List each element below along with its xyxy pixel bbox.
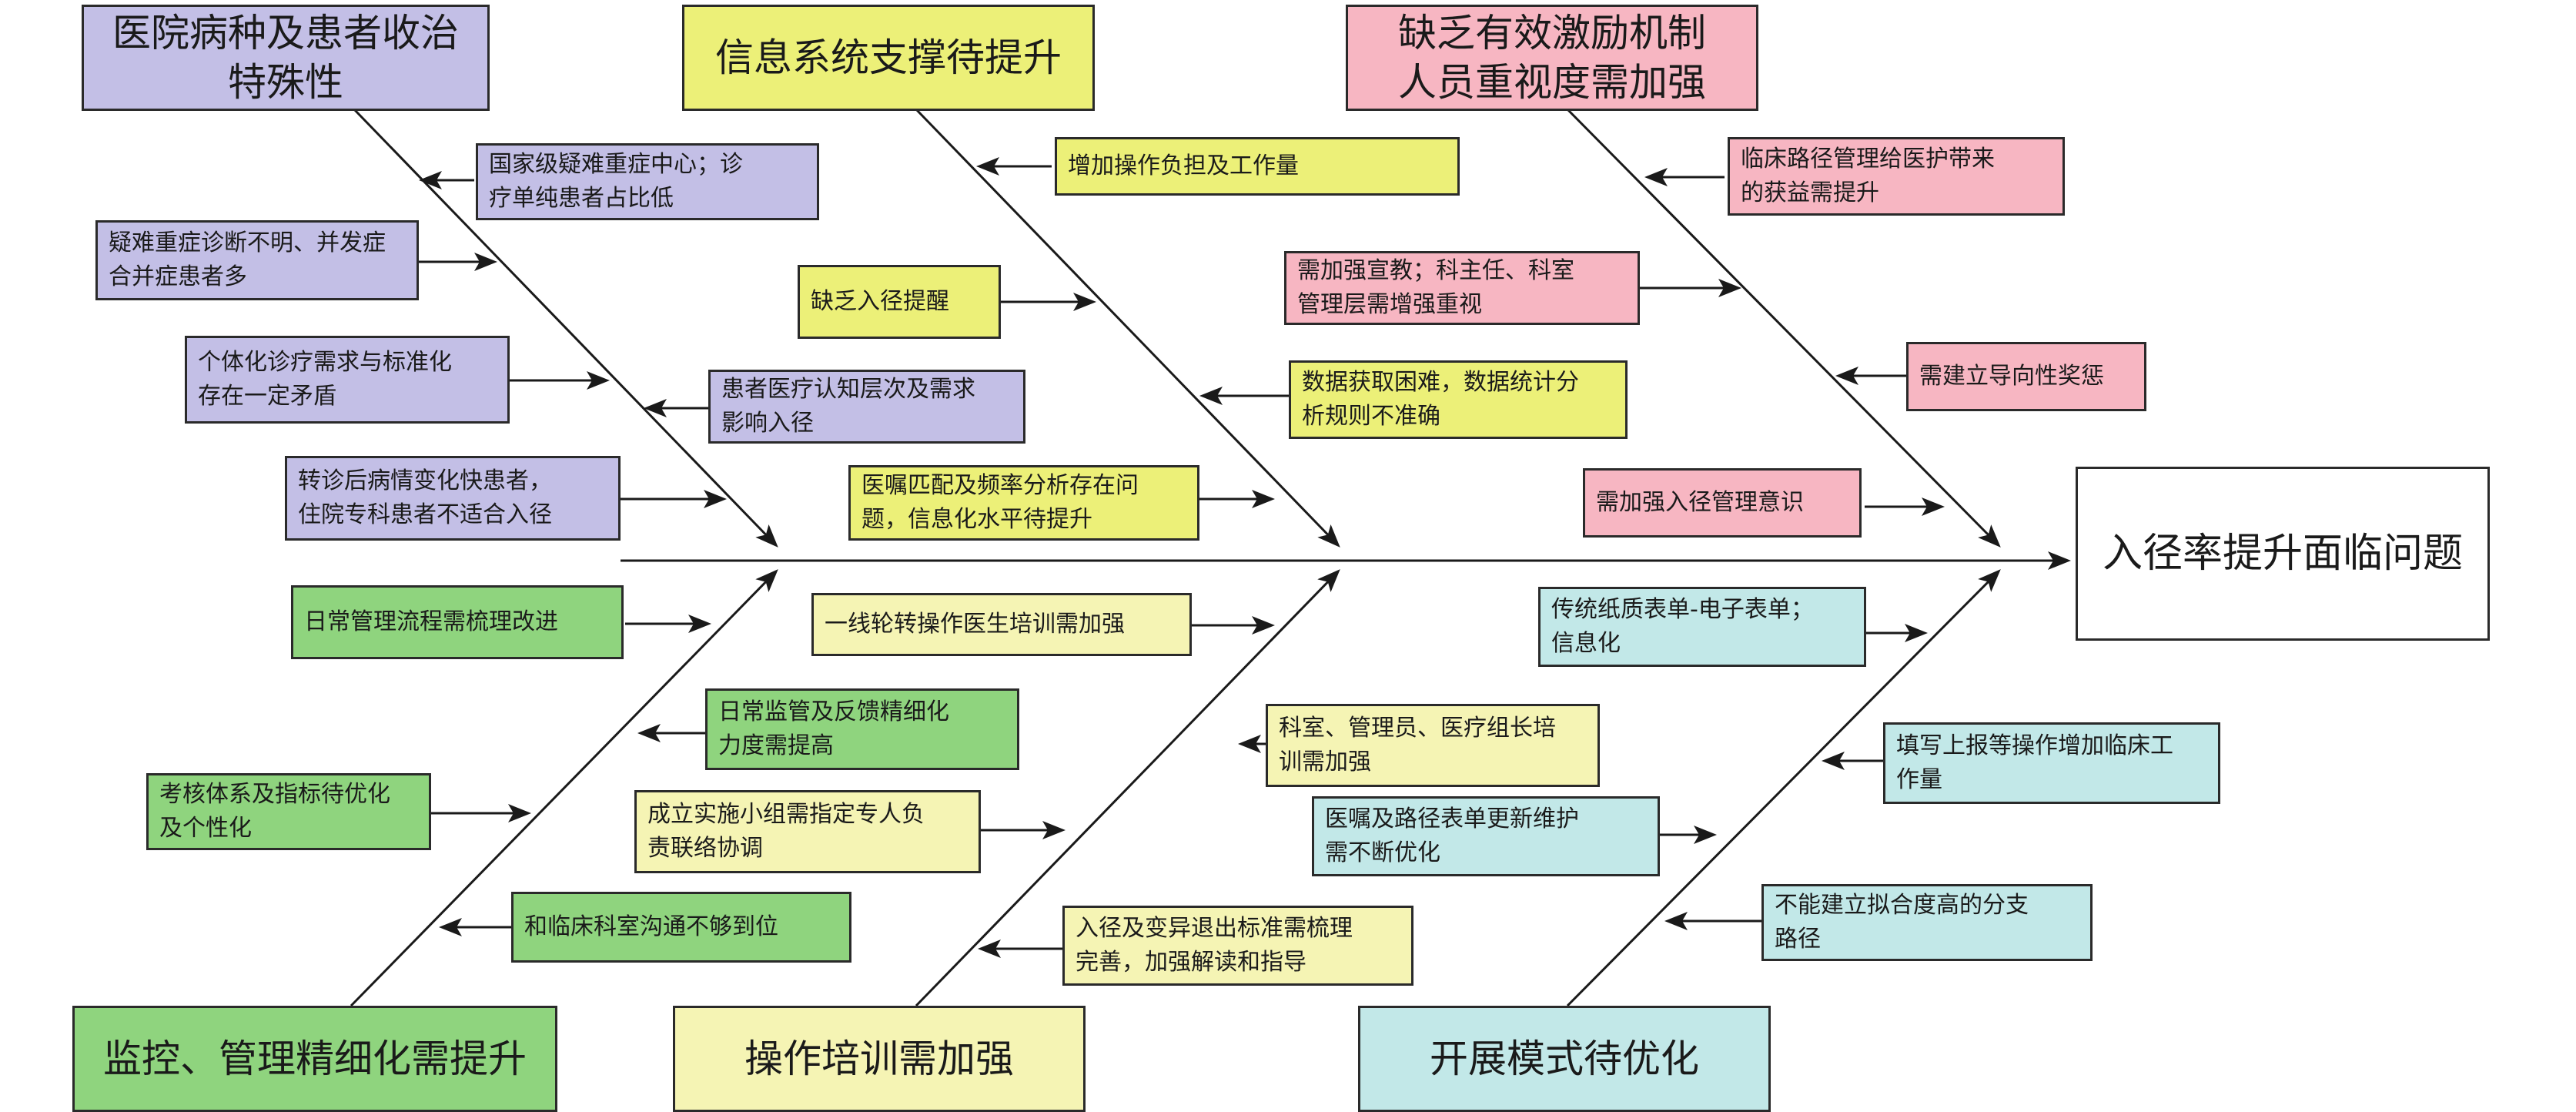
cause-hospital-1: 国家级疑难重症中心；诊 疗单纯患者占比低 <box>476 143 819 220</box>
bone-mode <box>1566 569 2001 1007</box>
cause-monitor-3: 考核体系及指标待优化 及个性化 <box>146 773 431 850</box>
cause-monitor-4: 和临床科室沟通不够到位 <box>511 892 851 963</box>
cause-monitor-1: 日常管理流程需梳理改进 <box>291 585 624 659</box>
cause-monitor-2: 日常监管及反馈精细化 力度需提高 <box>705 688 1019 770</box>
cause-training-2: 科室、管理员、医疗组长培 训需加强 <box>1266 704 1600 787</box>
category-mode: 开展模式待优化 <box>1358 1006 1771 1112</box>
category-incentive: 缺乏有效激励机制 人员重视度需加强 <box>1346 5 1758 111</box>
cause-training-3: 成立实施小组需指定专人负 责联络协调 <box>634 790 981 873</box>
cause-hospital-4: 患者医疗认知层次及需求 影响入径 <box>708 370 1025 444</box>
cause-info-3: 数据获取困难，数据统计分 析规则不准确 <box>1289 360 1628 439</box>
cause-training-1: 一线轮转操作医生培训需加强 <box>811 593 1192 656</box>
bone-monitor <box>350 569 778 1007</box>
cause-hospital-5: 转诊后病情变化快患者， 住院专科患者不适合入径 <box>285 456 621 541</box>
cause-incentive-4: 需加强入径管理意识 <box>1583 468 1862 538</box>
category-training: 操作培训需加强 <box>673 1006 1086 1112</box>
category-hospital: 医院病种及患者收治 特殊性 <box>82 5 490 111</box>
cause-mode-2: 填写上报等操作增加临床工 作量 <box>1883 722 2220 804</box>
cause-incentive-1: 临床路径管理给医护带来 的获益需提升 <box>1728 137 2065 216</box>
cause-incentive-3: 需建立导向性奖惩 <box>1906 342 2146 411</box>
bone-info <box>915 108 1340 548</box>
cause-hospital-2: 疑难重症诊断不明、并发症 合并症患者多 <box>95 220 419 300</box>
category-info: 信息系统支撑待提升 <box>682 5 1095 111</box>
cause-mode-3: 医嘱及路径表单更新维护 需不断优化 <box>1312 796 1660 876</box>
bone-training <box>915 569 1340 1007</box>
category-monitor: 监控、管理精细化需提升 <box>72 1006 557 1112</box>
cause-info-2: 缺乏入径提醒 <box>798 265 1001 339</box>
cause-info-1: 增加操作负担及工作量 <box>1055 137 1460 196</box>
cause-mode-1: 传统纸质表单-电子表单； 信息化 <box>1538 587 1866 667</box>
cause-hospital-3: 个体化诊疗需求与标准化 存在一定矛盾 <box>185 336 510 424</box>
bone-incentive <box>1566 108 2001 548</box>
cause-info-4: 医嘱匹配及频率分析存在问 题，信息化水平待提升 <box>848 465 1199 541</box>
diagram-head: 入径率提升面临问题 <box>2076 467 2490 641</box>
cause-mode-4: 不能建立拟合度高的分支 路径 <box>1761 884 2093 961</box>
cause-training-4: 入径及变异退出标准需梳理 完善，加强解读和指导 <box>1062 906 1413 986</box>
cause-incentive-2: 需加强宣教；科主任、科室 管理层需增强重视 <box>1284 251 1640 325</box>
